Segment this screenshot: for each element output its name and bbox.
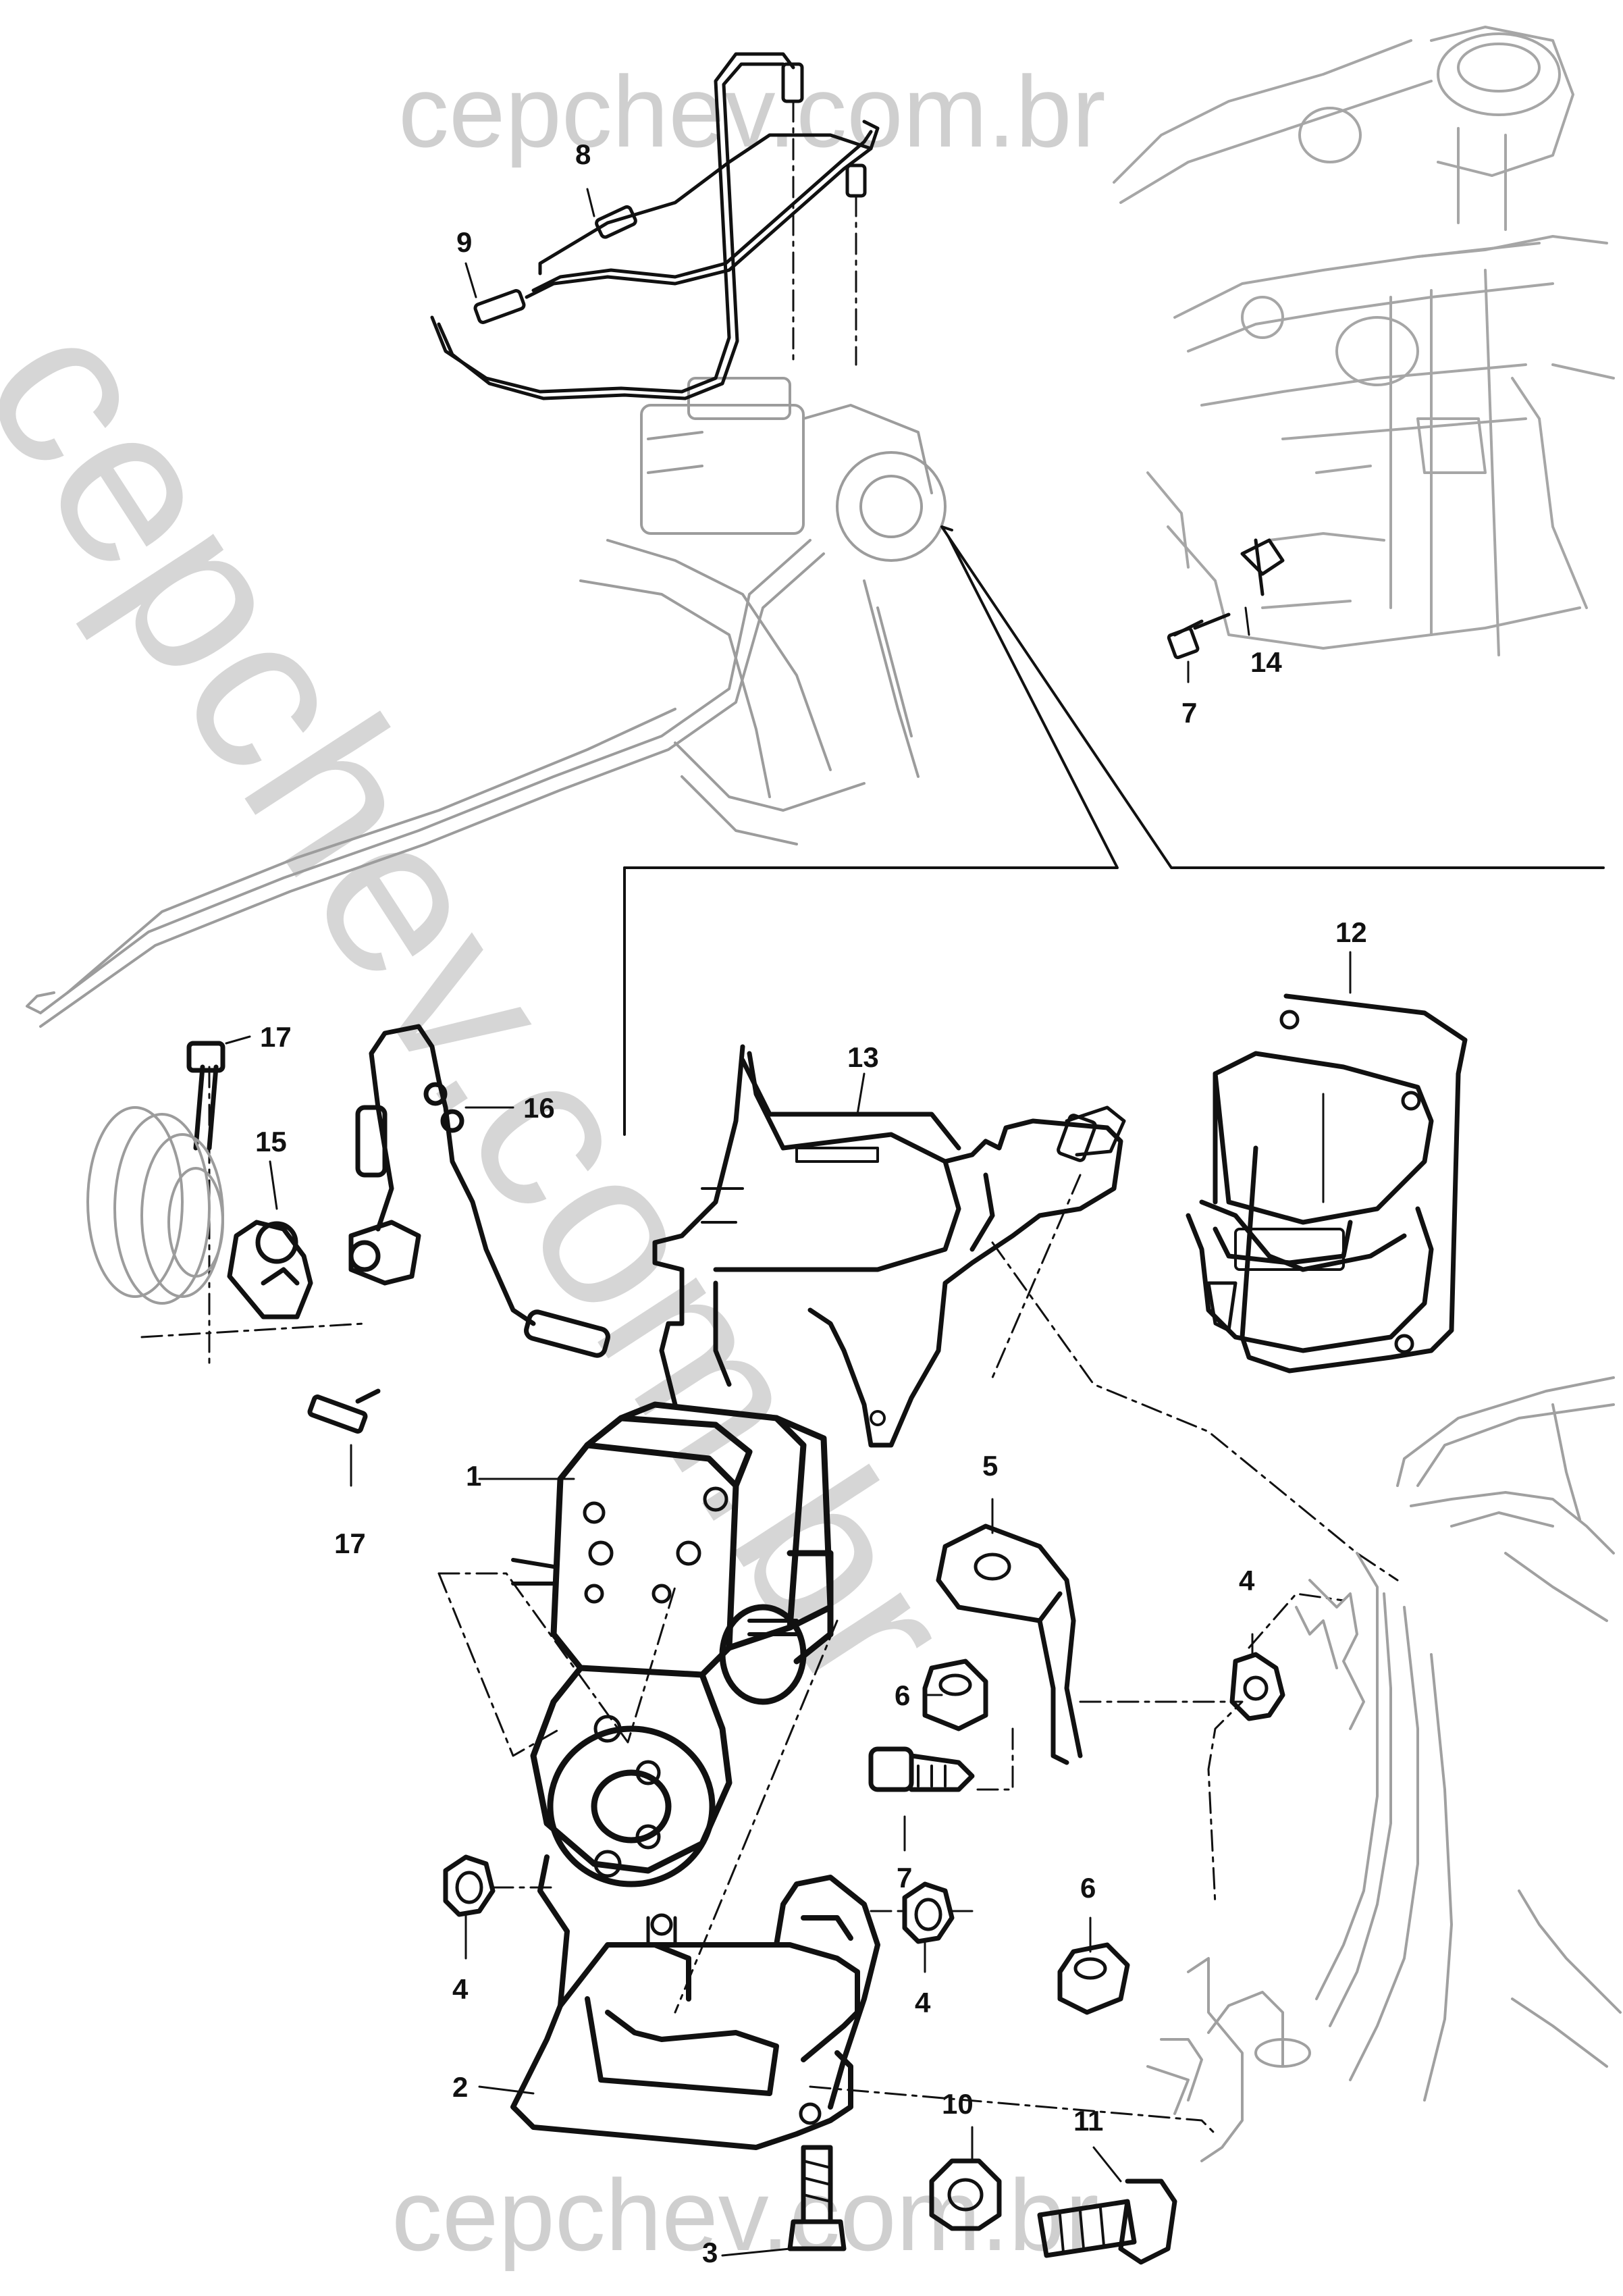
abs-control-module-12 [1186, 993, 1468, 1374]
callout-4-left: 4 [452, 1973, 469, 2005]
vehicle-frame-background [1113, 26, 1615, 656]
callout-2: 2 [452, 2071, 469, 2103]
callout-12: 12 [1335, 916, 1367, 948]
callout-6-upper: 6 [895, 1679, 911, 1711]
wheel-sensor-assembly [140, 1024, 610, 1434]
brake-pipe-8-and-9 [430, 52, 880, 400]
bottom-watermark: cepchev.com.br [392, 2158, 1099, 2272]
callout-3: 3 [702, 2237, 718, 2268]
callout-7-top: 7 [1181, 697, 1198, 729]
callout-10: 10 [942, 2088, 974, 2120]
callout-14: 14 [1250, 646, 1282, 678]
fastener-set [443, 1523, 1285, 2265]
mounting-bracket-2 [510, 1854, 880, 2150]
tone-ring-background [86, 1106, 224, 1305]
mounting-bracket-13 [652, 1044, 1126, 1448]
body-structure-background [1146, 1376, 1622, 2162]
callout-16: 16 [523, 1092, 555, 1124]
callout-8: 8 [575, 138, 591, 170]
leader-lines [225, 188, 1352, 2257]
fastener-centerlines [491, 1241, 1399, 2135]
callout-1: 1 [466, 1460, 482, 1492]
callout-5: 5 [982, 1450, 999, 1482]
callout-17-bottom: 17 [334, 1528, 366, 1559]
callout-11: 11 [1073, 2105, 1104, 2137]
callout-9: 9 [456, 226, 473, 258]
callout-7-bottom: 7 [897, 1862, 913, 1894]
callout-6-lower: 6 [1080, 1872, 1096, 1904]
callout-4-center: 4 [915, 1987, 931, 2018]
hydraulic-modulator-1 [511, 1401, 834, 1887]
callout-15: 15 [255, 1126, 287, 1157]
detail-frame-lines [623, 525, 1605, 1136]
bracket-14-detail [1167, 538, 1285, 660]
callout-13: 13 [847, 1041, 879, 1073]
brake-pipework-background [26, 377, 947, 1028]
callout-4-right: 4 [1239, 1565, 1255, 1596]
callout-17-top: 17 [260, 1021, 292, 1053]
